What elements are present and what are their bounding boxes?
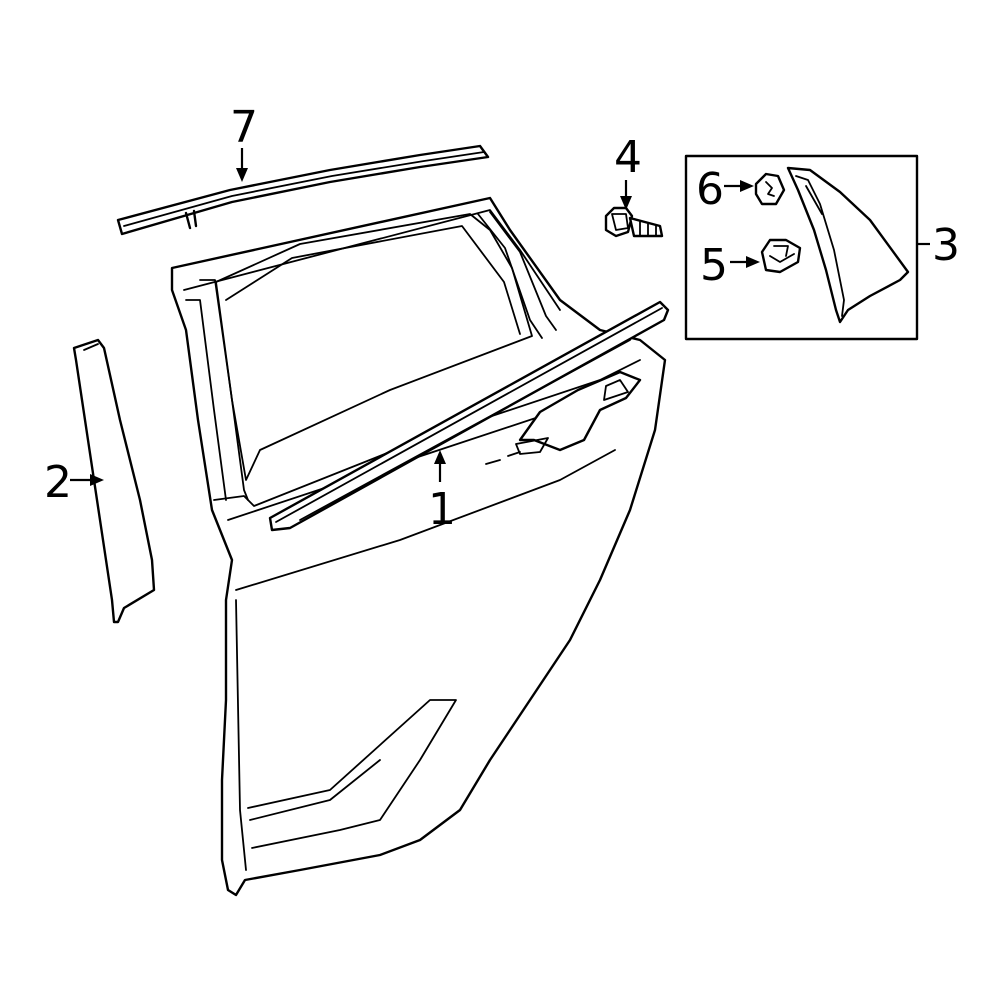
callout-2: 2 — [44, 457, 104, 508]
callout-1-label: 1 — [428, 484, 456, 535]
callout-6: 6 — [696, 164, 754, 215]
callout-5: 5 — [700, 240, 760, 291]
callout-3-label: 3 — [932, 220, 960, 271]
callout-3: 3 — [917, 220, 960, 271]
part-1-belt-molding — [268, 300, 670, 532]
part-4-bolt — [604, 206, 664, 238]
callout-7-label: 7 — [230, 102, 258, 153]
callout-4-label: 4 — [614, 132, 642, 183]
part-3-group-box — [684, 154, 919, 341]
callout-5-label: 5 — [700, 240, 728, 291]
callout-6-label: 6 — [696, 164, 724, 215]
callout-1: 1 — [428, 450, 456, 535]
callout-2-label: 2 — [44, 457, 72, 508]
part-1-rear-door — [170, 196, 667, 897]
part-2-pillar-garnish — [72, 338, 156, 624]
part-7-upper-molding — [116, 144, 490, 236]
callout-4: 4 — [614, 132, 642, 210]
callout-7: 7 — [230, 102, 258, 182]
